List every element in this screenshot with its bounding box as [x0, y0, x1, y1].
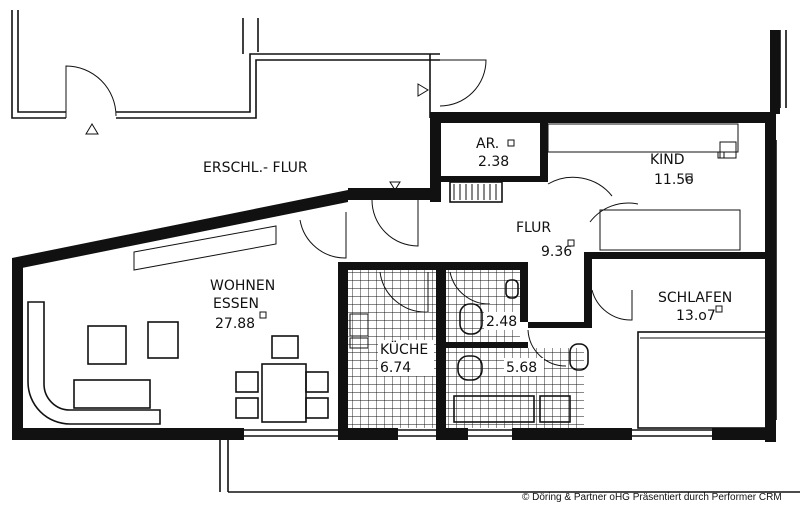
room-name-corridor: ERSCHL.- FLUR [203, 160, 308, 176]
bed-icon [637, 331, 769, 429]
basin-icon [505, 279, 519, 299]
wardrobe-icon [449, 181, 503, 203]
room-area-living: 27.88 [215, 316, 255, 332]
interior-walls [338, 122, 770, 440]
room-name-living: WOHNEN [210, 278, 275, 294]
entry-marker-icon [389, 181, 401, 191]
room-name-child: KIND [650, 152, 685, 168]
room-name-storage: AR. [476, 136, 499, 152]
room-name-kitchen: KÜCHE [380, 340, 428, 358]
room-area-wc: 2.48 [486, 314, 517, 330]
windows [219, 30, 800, 493]
basin-icon [569, 343, 589, 371]
bedroom-furniture [547, 123, 769, 429]
bathtub-icon [453, 395, 535, 423]
toilet-icon [457, 355, 483, 381]
room-area-storage: 2.38 [478, 154, 509, 170]
sink-icon [349, 313, 369, 337]
sofa-icon [27, 301, 161, 425]
corridor-doors [65, 59, 487, 191]
interior-doors [299, 176, 639, 367]
room-name-bedroom: SCHLAFEN [658, 290, 732, 306]
exterior-walls [12, 30, 780, 442]
area-markers [259, 139, 725, 319]
table-icon [261, 363, 307, 423]
room-area-hall: 9.36 [541, 244, 572, 260]
copyright-text: © Döring & Partner oHG Präsentiert durch… [522, 492, 782, 503]
room-name-dining: ESSEN [213, 296, 259, 312]
room-area-bedroom: 13.o7 [676, 308, 716, 324]
toilet-icon [459, 303, 483, 335]
room-area-child: 11.5o [654, 172, 694, 188]
room-area-bath: 5.68 [506, 360, 537, 376]
entry-marker-icon [417, 83, 429, 97]
fixtures [349, 181, 589, 423]
room-name-hall: FLUR [516, 220, 551, 236]
room-labels: ERSCHL.- FLUR AR. 2.38 KIND 11.5o FLUR 9… [203, 136, 732, 376]
corridor-outline [11, 10, 440, 119]
entry-marker-icon [85, 123, 99, 135]
room-area-kitchen: 6.74 [380, 360, 411, 376]
living-furniture [27, 225, 329, 425]
